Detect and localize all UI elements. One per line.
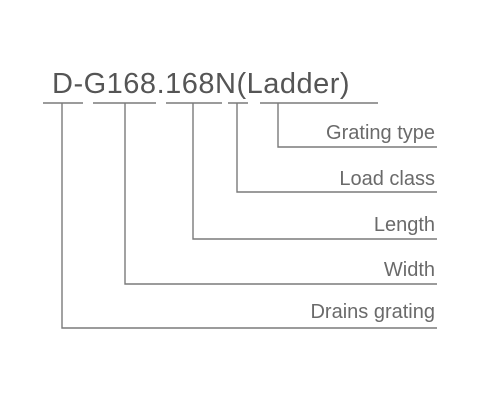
leader-grating-type — [277, 103, 437, 148]
label-drains-grating: Drains grating — [310, 301, 435, 323]
label-grating-type: Grating type — [326, 122, 435, 144]
code-segment-grating-type: (Ladder) — [236, 68, 350, 100]
code-segment-load-class: N — [215, 68, 236, 100]
code-segment-width: G168 — [84, 68, 157, 100]
leader-length — [192, 103, 437, 240]
product-code: D-G168.168N(Ladder) — [52, 68, 350, 100]
label-load-class: Load class — [339, 168, 435, 190]
leader-width — [124, 103, 437, 285]
label-length: Length — [374, 214, 435, 236]
code-segment-drains-grating: D- — [52, 68, 84, 100]
leader-drains-grating — [61, 103, 437, 329]
code-segment-length: .168 — [157, 68, 215, 100]
label-width: Width — [384, 259, 435, 281]
leader-load-class — [236, 103, 437, 193]
